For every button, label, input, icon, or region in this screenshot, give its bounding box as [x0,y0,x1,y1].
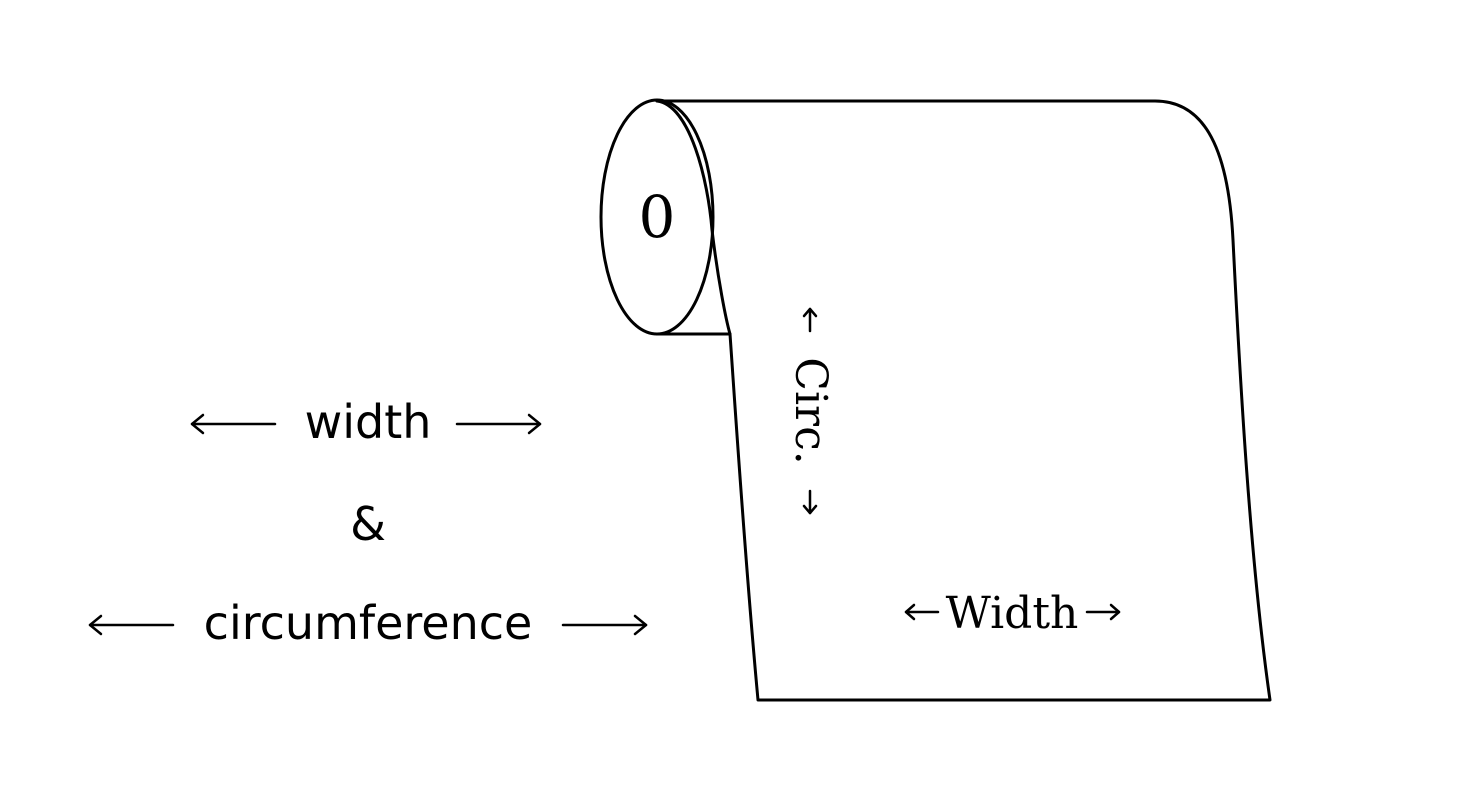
roll-core-label: 0 [639,183,676,251]
roll-end-face [599,98,715,336]
right-arrow-icon [561,614,648,636]
circ-indicator: Circ. [785,307,836,515]
right-arrow-icon [1085,603,1121,621]
paper-roll: 0 Circ. Width [599,98,1272,702]
legend-circumference-label: circumference [204,596,533,650]
roll-width-label: Width [946,588,1079,639]
width-indicator: Width [904,588,1121,639]
left-arrow-icon [88,614,175,636]
circ-label: Circ. [785,357,836,464]
right-arrow-icon [455,413,542,435]
legend-width-row: width [190,395,542,449]
legend-ampersand: & [350,497,386,551]
right-arrow-icon [802,489,818,515]
left-arrow-icon [904,603,940,621]
left-arrow-icon [802,307,818,333]
roll-sheet-outline [655,99,1272,702]
legend-width-label: width [305,395,432,449]
legend-circumference-row: circumference [88,596,648,650]
left-arrow-icon [190,413,277,435]
legend: width & circumference [88,395,648,650]
